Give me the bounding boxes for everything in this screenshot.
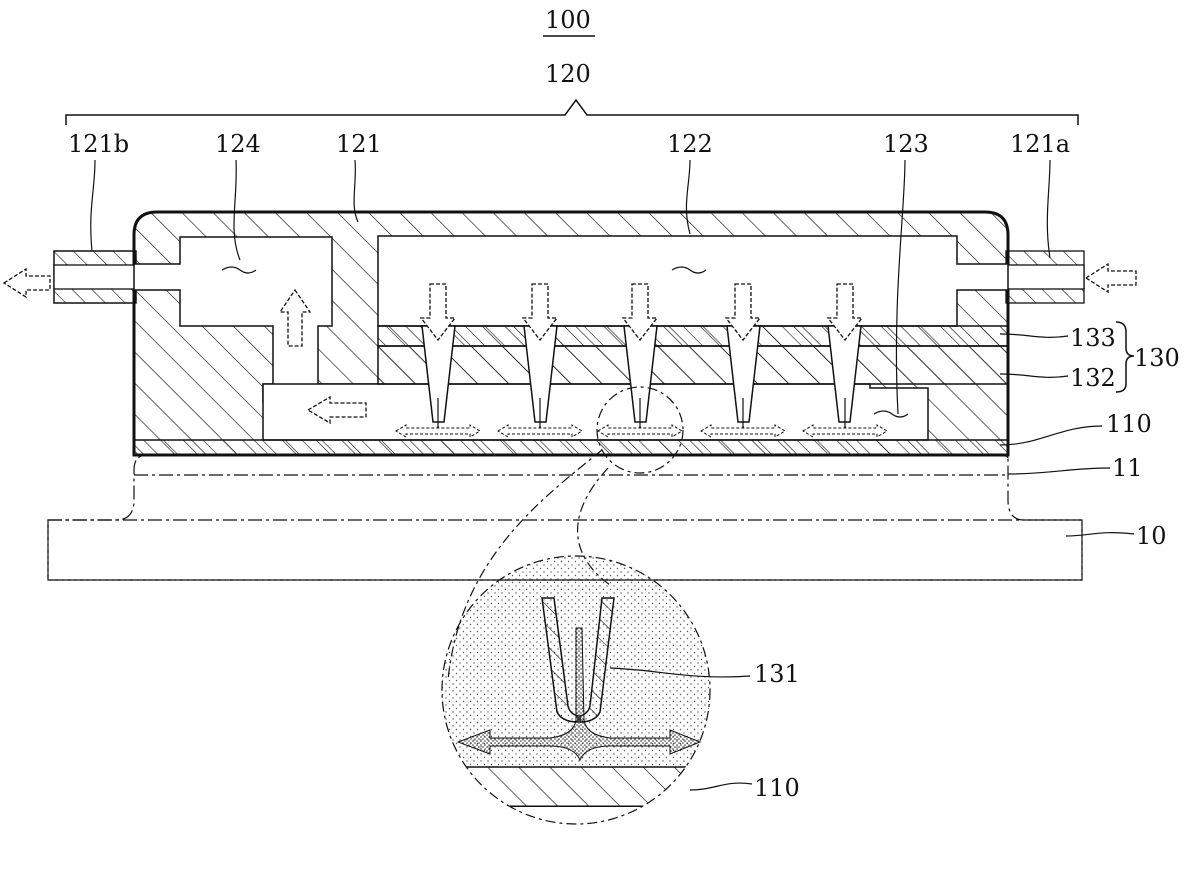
leader-layer-upper bbox=[1000, 334, 1068, 337]
layer-upper bbox=[378, 326, 1008, 346]
inlet-flow-arrow bbox=[1086, 264, 1136, 292]
label-outlet: 121b bbox=[68, 130, 129, 158]
label-nozzle: 131 bbox=[754, 660, 800, 688]
label-interface: 11 bbox=[1112, 454, 1143, 482]
label-upper-chamber: 122 bbox=[667, 130, 713, 158]
label-exit-chamber: 124 bbox=[215, 130, 261, 158]
label-device: 100 bbox=[545, 6, 591, 34]
leader-inlet bbox=[1047, 160, 1050, 258]
inlet-bore bbox=[1004, 265, 1084, 289]
leader-outlet bbox=[91, 160, 95, 251]
leader-interface bbox=[1008, 468, 1110, 474]
label-substrate: 10 bbox=[1136, 522, 1167, 550]
label-lower-channel: 123 bbox=[883, 130, 929, 158]
brace-plate-assembly bbox=[1116, 322, 1134, 392]
leader-bottom-wall-detail bbox=[690, 783, 752, 790]
outlet-bore bbox=[54, 265, 138, 289]
leader-layer-lower bbox=[1000, 374, 1068, 377]
brace-cover bbox=[66, 100, 1078, 125]
label-layer-lower: 132 bbox=[1070, 364, 1116, 392]
label-cover: 120 bbox=[545, 60, 591, 88]
label-layer-upper: 133 bbox=[1070, 324, 1116, 352]
bottom-wall bbox=[134, 440, 1008, 455]
label-inlet: 121a bbox=[1010, 130, 1070, 158]
outlet-flow-arrow bbox=[4, 269, 50, 297]
label-bottom-wall: 110 bbox=[1106, 410, 1152, 438]
leader-bottom-wall bbox=[1000, 426, 1102, 445]
label-plate-assembly: 130 bbox=[1134, 344, 1180, 372]
layer-lower bbox=[378, 346, 1008, 384]
upper-chamber bbox=[378, 236, 1008, 326]
leader-substrate bbox=[1066, 533, 1134, 536]
label-bottom-wall-detail: 110 bbox=[754, 774, 800, 802]
label-body: 121 bbox=[336, 130, 382, 158]
